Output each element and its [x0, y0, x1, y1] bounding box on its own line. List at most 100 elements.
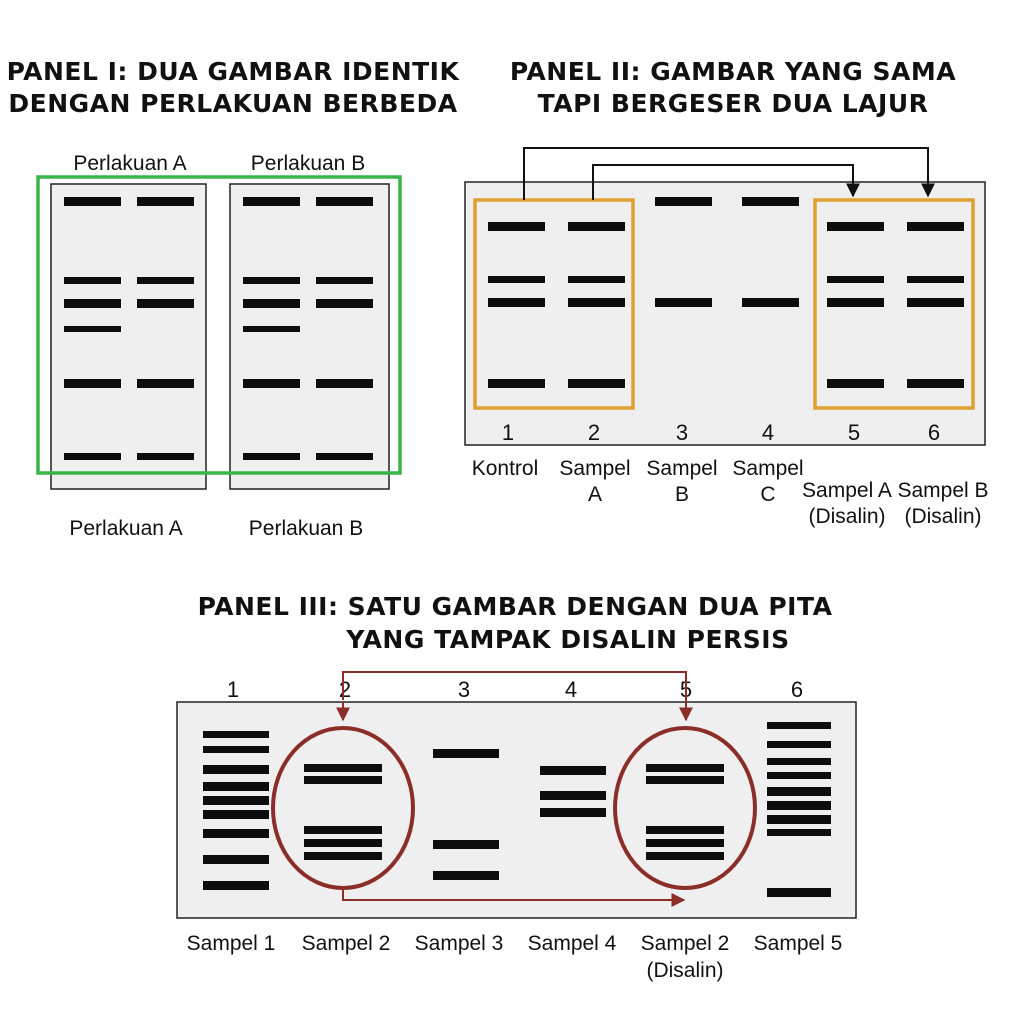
gel-band	[767, 829, 831, 836]
gel-band	[433, 749, 499, 758]
gel-band	[304, 776, 382, 784]
gel-band	[568, 276, 625, 283]
gel-band	[907, 379, 964, 388]
panel-2-bands	[488, 197, 964, 388]
gel-band	[433, 840, 499, 849]
gel-band	[203, 765, 269, 774]
panel-3-lane-label: Sampel 3	[415, 932, 504, 955]
gel-band	[767, 801, 831, 810]
gel-band	[137, 197, 194, 206]
gel-band	[203, 796, 269, 805]
panel-1-top-label-b: Perlakuan B	[251, 152, 365, 175]
panel-2-lane-label: (Disalin)	[904, 505, 981, 528]
panel-3: PANEL III: SATU GAMBAR DENGAN DUA PITA Y…	[176, 592, 857, 982]
gel-band	[742, 197, 799, 206]
panel-1-bottom-label-b: Perlakuan B	[249, 517, 363, 540]
panel-3-lane-number: 4	[565, 677, 577, 702]
gel-band	[304, 852, 382, 860]
gel-band	[907, 222, 964, 231]
gel-band	[243, 299, 300, 308]
gel-band	[316, 197, 373, 206]
gel-band	[568, 222, 625, 231]
panel-1-bottom-label-a: Perlakuan A	[69, 517, 182, 540]
panel-3-lane-label: Sampel 1	[187, 932, 276, 955]
gel-band	[646, 839, 724, 847]
gel-band	[827, 222, 884, 231]
panel-1-title-line-2: DENGAN PERLAKUAN BERBEDA	[8, 89, 457, 118]
gel-band	[907, 276, 964, 283]
gel-band	[203, 782, 269, 791]
panel-3-gel	[176, 701, 857, 919]
panel-1-title-line-1: PANEL I: DUA GAMBAR IDENTIK	[7, 57, 461, 86]
gel-band	[64, 277, 121, 284]
gel-band	[64, 379, 121, 388]
gel-band	[137, 299, 194, 308]
gel-band	[827, 379, 884, 388]
panel-3-title-line-2: YANG TAMPAK DISALIN PERSIS	[345, 625, 789, 654]
gel-band	[646, 826, 724, 834]
gel-band	[243, 379, 300, 388]
panel-3-lane-label: Sampel 2	[302, 932, 391, 955]
gel-band	[203, 746, 269, 753]
gel-band	[433, 871, 499, 880]
panel-3-link-top	[342, 671, 687, 720]
gel-band	[488, 276, 545, 283]
panel-2-lane-number: 4	[762, 420, 774, 445]
panel-2-lane-label: (Disalin)	[808, 505, 885, 528]
panel-2-lane-label: C	[760, 483, 775, 506]
gel-band	[540, 808, 606, 817]
panel-2: PANEL II: GAMBAR YANG SAMA TAPI BERGESER…	[464, 57, 989, 528]
panel-1-gel-a-bands	[64, 197, 194, 460]
panel-2-lane-number: 6	[928, 420, 940, 445]
panel-2-duplicate-box	[813, 198, 975, 410]
panel-3-lane-number: 3	[458, 677, 470, 702]
gel-band	[137, 277, 194, 284]
gel-band	[64, 299, 121, 308]
gel-band	[203, 810, 269, 819]
panel-3-lane-number: 6	[791, 677, 803, 702]
gel-band	[827, 298, 884, 307]
panel-1-top-label-a: Perlakuan A	[73, 152, 186, 175]
panel-2-lane-number: 3	[676, 420, 688, 445]
gel-band	[316, 299, 373, 308]
gel-band	[907, 298, 964, 307]
panel-2-lane-number: 5	[848, 420, 860, 445]
gel-band	[64, 197, 121, 206]
panel-2-lane-label: A	[588, 483, 602, 506]
gel-band	[568, 379, 625, 388]
panel-2-lane-label: Sampel A	[802, 479, 892, 502]
panel-3-lane-label: (Disalin)	[646, 959, 723, 982]
gel-band	[767, 888, 831, 897]
gel-band	[767, 741, 831, 748]
gel-band	[304, 839, 382, 847]
panel-3-lane-number: 1	[227, 677, 239, 702]
gel-band	[655, 197, 712, 206]
panel-3-lane-label: Sampel 4	[528, 932, 617, 955]
gel-band	[767, 758, 831, 765]
gel-band	[655, 298, 712, 307]
gel-band	[488, 222, 545, 231]
panel-2-gel	[464, 181, 986, 446]
gel-band	[137, 453, 194, 460]
gel-band	[568, 298, 625, 307]
gel-band	[316, 453, 373, 460]
panel-2-lane-number: 2	[588, 420, 600, 445]
gel-band	[316, 379, 373, 388]
gel-band	[304, 826, 382, 834]
panel-1-match-box	[36, 175, 402, 475]
panel-3-lane-label: Sampel 2	[641, 932, 730, 955]
gel-band	[203, 731, 269, 738]
gel-band	[137, 379, 194, 388]
gel-band	[203, 855, 269, 864]
panel-3-arrow-bottom	[342, 888, 686, 907]
gel-band	[646, 852, 724, 860]
panel-3-lane-number: 2	[339, 677, 351, 702]
gel-band	[488, 298, 545, 307]
gel-band	[488, 379, 545, 388]
panel-3-lane-labels: Sampel 1 Sampel 2 Sampel 3 Sampel 4 Sampel 2…	[187, 932, 843, 982]
gel-band	[767, 722, 831, 729]
gel-band	[316, 277, 373, 284]
gel-band	[243, 197, 300, 206]
